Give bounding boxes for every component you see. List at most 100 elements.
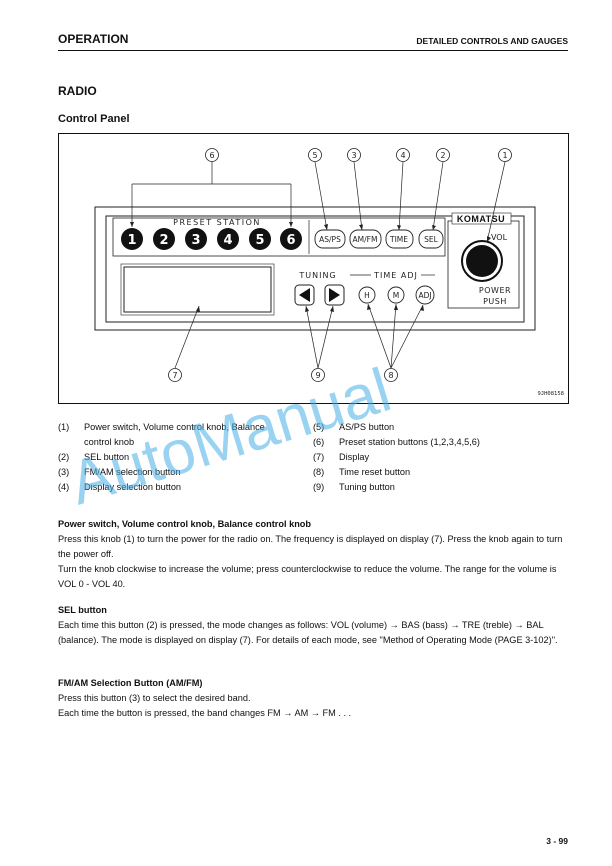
header-divider bbox=[58, 50, 568, 51]
vol-label: VOL bbox=[491, 233, 508, 242]
adj-button[interactable] bbox=[415, 285, 435, 305]
preset-button-3[interactable] bbox=[185, 228, 207, 250]
section-heading: Power switch, Volume control knob, Balan… bbox=[58, 519, 312, 529]
part-name: Preset station buttons (1,2,3,4,5,6) bbox=[339, 437, 480, 447]
parts-list-item: (4) Display selection button bbox=[58, 480, 308, 495]
header-section-title: OPERATION bbox=[58, 32, 129, 46]
parts-list-item: (5) AS/PS button bbox=[313, 420, 573, 435]
header-chapter-title: DETAILED CONTROLS AND GAUGES bbox=[416, 36, 568, 46]
page-title: RADIO bbox=[58, 84, 97, 98]
part-name: Power switch, Volume control knob, Balan… bbox=[84, 422, 265, 432]
sel-button[interactable] bbox=[418, 229, 444, 249]
part-number: (1) bbox=[58, 422, 70, 432]
minute-button[interactable] bbox=[387, 286, 405, 304]
power-label: POWER bbox=[479, 286, 511, 295]
callout-5-number: 5 bbox=[312, 151, 317, 160]
callout-numbers: 6 5 3 4 2 1 7 9 8 bbox=[172, 151, 507, 380]
callout-4 bbox=[396, 148, 410, 162]
radio-control-panel-figure: PRESET STATION 1 2 3 4 5 6 AS/PS AM/FM T… bbox=[58, 133, 569, 404]
adj-button-label: ADJ bbox=[418, 291, 431, 300]
section-paragraph: Press this button (3) to select the desi… bbox=[58, 693, 251, 703]
section-power-switch: Power switch, Volume control knob, Balan… bbox=[58, 517, 570, 592]
section-paragraph: Press this knob (1) to turn the power fo… bbox=[58, 534, 563, 559]
callout-4-number: 4 bbox=[400, 151, 405, 160]
part-number: (5) bbox=[313, 422, 325, 432]
preset-button-2-label: 2 bbox=[159, 233, 168, 248]
parts-list-item: (8) Time reset button bbox=[313, 465, 573, 480]
hour-button-label: H bbox=[364, 291, 370, 300]
part-name: Display bbox=[339, 452, 370, 462]
time-button[interactable] bbox=[385, 229, 414, 249]
callout-2 bbox=[436, 148, 450, 162]
preset-button-2[interactable] bbox=[153, 228, 175, 250]
leader-lines bbox=[131, 161, 506, 369]
part-number: (9) bbox=[313, 482, 325, 492]
part-name: FM/AM selection button bbox=[84, 467, 181, 477]
callout-circles-top bbox=[168, 148, 512, 382]
callout-7 bbox=[168, 368, 182, 382]
callout-1 bbox=[498, 148, 512, 162]
figure-code: 9JH08158 bbox=[537, 391, 565, 397]
radio-body-outer bbox=[94, 206, 536, 331]
button-strip-outline bbox=[112, 217, 446, 257]
am-fm-button[interactable] bbox=[349, 229, 382, 249]
callout-5 bbox=[308, 148, 322, 162]
page-number: 3 - 99 bbox=[546, 836, 568, 846]
callout-6 bbox=[205, 148, 219, 162]
callout-8 bbox=[384, 368, 398, 382]
preset-buttons: 1 2 3 4 5 6 bbox=[121, 228, 302, 250]
as-ps-button[interactable] bbox=[314, 229, 346, 249]
part-number: (3) bbox=[58, 467, 70, 477]
leader-arrowheads bbox=[130, 222, 491, 312]
section-am-fm-button: FM/AM Selection Button (AM/FM) Press thi… bbox=[58, 676, 570, 721]
radio-panel-drawing: PRESET STATION 1 2 3 4 5 6 AS/PS AM/FM T… bbox=[94, 148, 536, 382]
display-screen bbox=[123, 266, 272, 313]
parts-list-item: (1) Power switch, Volume control knob, B… bbox=[58, 420, 308, 435]
parts-list-item: (7) Display bbox=[313, 450, 573, 465]
am-fm-button-label: AM/FM bbox=[353, 235, 378, 244]
callout-9-number: 9 bbox=[315, 371, 320, 380]
part-number: (6) bbox=[313, 437, 325, 447]
radio-body-inner bbox=[105, 215, 525, 323]
parts-list-item: (9) Tuning button bbox=[313, 480, 573, 495]
part-number: (8) bbox=[313, 467, 325, 477]
part-name: AS/PS button bbox=[339, 422, 395, 432]
preset-button-6[interactable] bbox=[280, 228, 302, 250]
hour-button[interactable] bbox=[358, 286, 376, 304]
sel-button-label: SEL bbox=[424, 235, 438, 244]
volume-knob[interactable] bbox=[466, 245, 498, 277]
minute-button-label: M bbox=[393, 291, 399, 300]
preset-button-5[interactable] bbox=[249, 228, 271, 250]
section-paragraph: Turn the knob clockwise to increase the … bbox=[58, 564, 557, 589]
part-name: Display selection button bbox=[84, 482, 182, 492]
callout-2-number: 2 bbox=[440, 151, 445, 160]
time-adj-label: TIME ADJ bbox=[373, 271, 418, 280]
tuning-label: TUNING bbox=[298, 271, 336, 280]
part-name-continued: control knob bbox=[84, 437, 135, 447]
preset-button-5-label: 5 bbox=[255, 233, 264, 248]
callout-3-number: 3 bbox=[351, 151, 356, 160]
subsection-title: Control Panel bbox=[58, 113, 130, 125]
callout-6-number: 6 bbox=[209, 151, 214, 160]
parts-list-item: (2) SEL button bbox=[58, 450, 308, 465]
parts-list-item: (6) Preset station buttons (1,2,3,4,5,6) bbox=[313, 435, 573, 450]
preset-station-label: PRESET STATION bbox=[173, 218, 261, 227]
preset-button-4[interactable] bbox=[217, 228, 239, 250]
part-name: Time reset button bbox=[339, 467, 411, 477]
section-heading: FM/AM Selection Button (AM/FM) bbox=[58, 678, 203, 688]
part-name: SEL button bbox=[84, 452, 130, 462]
callout-7-number: 7 bbox=[172, 371, 177, 380]
section-paragraph: Each time the button is pressed, the ban… bbox=[58, 708, 352, 718]
callout-3 bbox=[347, 148, 361, 162]
parts-list-item: (3) FM/AM selection button bbox=[58, 465, 308, 480]
part-number: (2) bbox=[58, 452, 70, 462]
as-ps-button-label: AS/PS bbox=[319, 235, 341, 244]
preset-button-1-label: 1 bbox=[127, 233, 136, 248]
parts-list-right: (5) AS/PS button (6) Preset station butt… bbox=[313, 420, 573, 495]
preset-button-6-label: 6 bbox=[286, 233, 295, 248]
preset-button-1[interactable] bbox=[121, 228, 143, 250]
section-heading: SEL button bbox=[58, 605, 107, 615]
preset-button-3-label: 3 bbox=[191, 233, 200, 248]
brand-plate bbox=[451, 212, 512, 225]
callout-8-number: 8 bbox=[388, 371, 393, 380]
